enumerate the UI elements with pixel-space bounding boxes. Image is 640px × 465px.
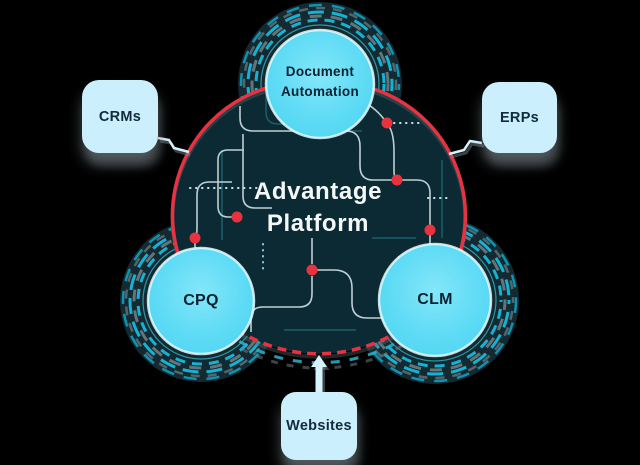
platform-nodes [146,28,493,358]
integration-label-crms: CRMs [98,108,142,125]
platform-title: Advantage Platform [168,176,468,240]
platform-title-line2: Platform [266,210,370,237]
node-label-document-automation: Document Automation [281,64,359,99]
circuit-pattern [189,94,451,332]
integration-box-websites: Websites [281,392,357,460]
integration-label-websites: Websites [286,418,352,434]
circuit-junction-dots [189,117,436,276]
connector-websites [311,355,330,395]
node-label-clm: CLM [417,291,453,308]
connector-crms [157,136,191,157]
node-circle-document-automation [264,28,376,140]
connector-erps [448,139,485,159]
node-circle-cpq [146,246,256,356]
integration-label-erps: ERPs [499,109,540,126]
websites-connector-arrow [311,355,327,392]
integration-box-crms: CRMs [82,80,158,153]
node-label-cpq: CPQ [183,292,219,309]
node-circle-clm [377,242,493,358]
integration-box-erps: ERPs [482,82,557,153]
platform-title-line1: Advantage [253,178,383,205]
